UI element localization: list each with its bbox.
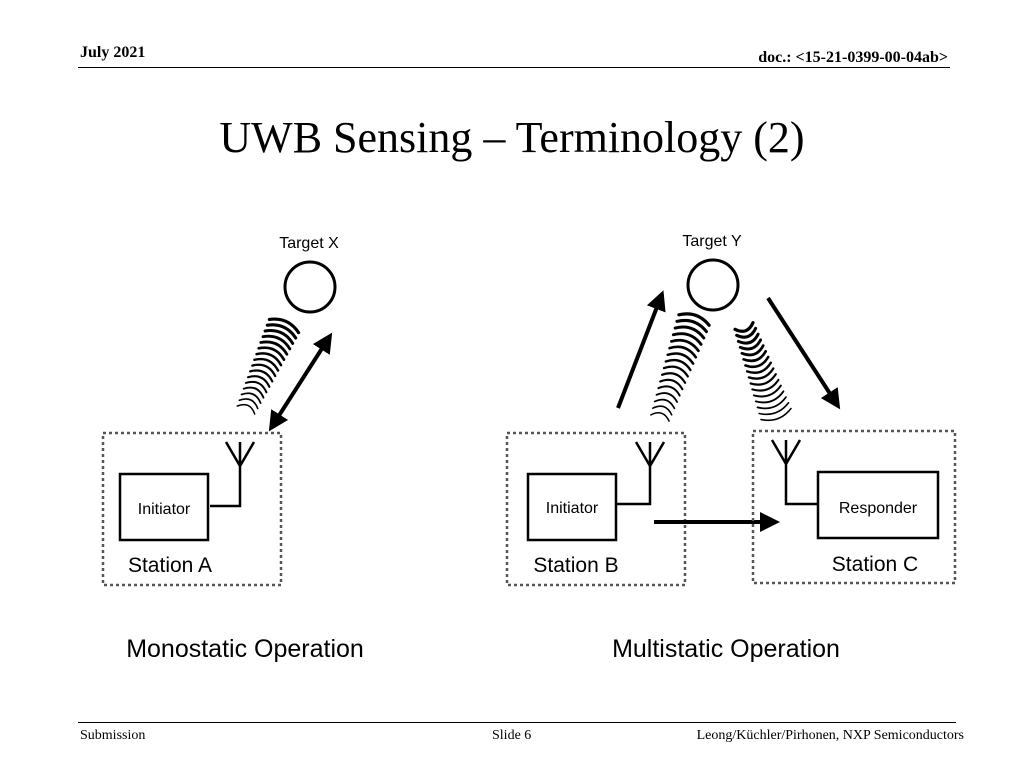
wave-arc [749,373,777,386]
wave-arc [661,372,687,384]
initiator-label-a: Initiator [138,501,191,518]
wave-arc [244,380,268,394]
wave-arc [677,312,711,327]
wave-arc [240,392,262,404]
footer-left: Submission [80,728,146,743]
wave-arc [236,403,256,415]
wave-arc [238,398,259,410]
wave-arc [666,352,695,365]
initiator-box-b [526,472,618,542]
station-a-label: Station A [128,554,212,577]
station-c-label: Station C [832,553,918,576]
wave-signal-icon [650,312,711,422]
header-divider [78,67,950,68]
monostatic-echo-arrow [268,332,333,432]
responder-box [816,470,940,540]
wave-arc [733,321,755,333]
wave-arc [246,375,271,388]
wave-arc [657,385,681,397]
header-date: July 2021 [80,44,146,61]
wave-arc [267,317,301,335]
antenna-icon [617,441,666,506]
wave-arc [735,326,758,339]
target-x-label: Target X [279,235,339,252]
wave-arc [742,349,768,363]
wave-arc [738,338,763,351]
wave-arc [760,407,792,422]
slide-number: Slide 6 [492,728,532,743]
monostatic-caption: Monostatic Operation [126,635,364,663]
initiator-label-b: Initiator [546,500,599,517]
antenna-icon [210,441,256,508]
multistatic-caption: Multistatic Operation [612,635,840,663]
target-x-circle [283,260,337,314]
wave-arc [747,367,775,380]
wave-arc [751,378,780,392]
responder-label: Responder [839,500,918,517]
station-b-box [505,431,687,587]
wave-arc [668,345,698,359]
target-y-circle [686,258,740,312]
wave-arc [673,325,706,340]
wave-arc [650,412,670,422]
initiator-box-a [118,472,210,542]
wave-signal-icon [733,321,792,422]
wave-arc [745,361,773,374]
wave-arc [659,378,684,391]
wave-arc [242,386,265,399]
wave-arc [651,405,673,416]
transmit-arrow [616,290,666,409]
wave-arc [753,384,782,398]
wave-arc [664,358,692,372]
wave-arc [758,401,790,416]
reflect-arrow [766,296,841,410]
wave-arc [740,344,765,357]
wave-arc [754,390,785,404]
target-y-label: Target Y [682,233,742,250]
wave-arc [671,332,703,346]
header-doc-id: doc.: <15-21-0399-00-04ab> [758,49,948,66]
wave-arc [744,355,770,369]
antenna-icon [770,439,818,506]
wave-arc [655,392,679,403]
wave-arc [670,338,700,353]
wave-arc [675,318,708,334]
wave-arc [756,396,787,410]
footer-divider [78,722,956,723]
wave-arc [736,332,760,345]
footer-authors: Leong/Küchler/Pirhonen, NXP Semiconducto… [696,728,964,743]
slide-title: UWB Sensing – Terminology (2) [219,113,805,162]
wave-arc [653,398,676,410]
station-a-box [101,431,283,587]
station-b-label: Station B [533,554,618,577]
wave-arc [662,365,689,378]
station-c-box [751,429,957,585]
